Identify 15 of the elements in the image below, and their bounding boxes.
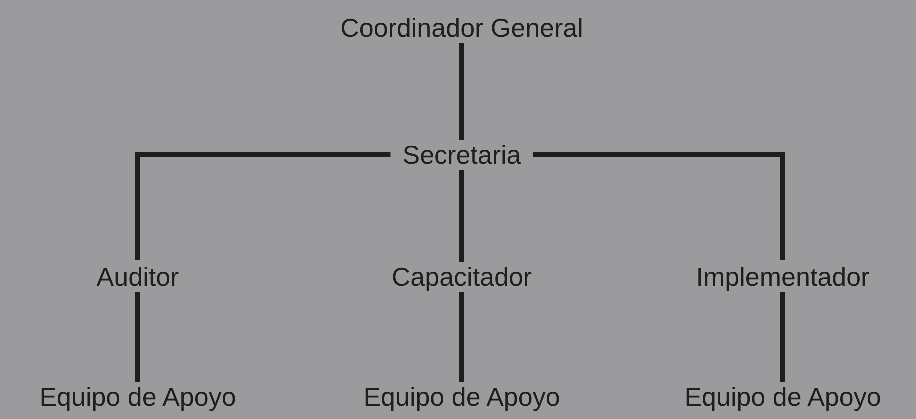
connector-line xyxy=(533,152,786,260)
role-label: Equipo de Apoyo xyxy=(364,382,560,412)
role-label: Equipo de Apoyo xyxy=(40,382,236,412)
connector-line xyxy=(460,170,464,262)
role-label: Secretaria xyxy=(402,140,522,170)
role-label: Capacitador xyxy=(392,262,532,292)
connector-line xyxy=(460,43,464,140)
connector-line xyxy=(136,292,140,382)
role-label: Auditor xyxy=(96,262,180,292)
connector-line xyxy=(136,152,391,260)
connector-line xyxy=(780,292,786,382)
role-label: Coordinador General xyxy=(340,13,584,43)
role-label: Equipo de Apoyo xyxy=(684,382,882,412)
connector-line xyxy=(460,292,464,382)
role-label: Implementador xyxy=(696,262,870,292)
